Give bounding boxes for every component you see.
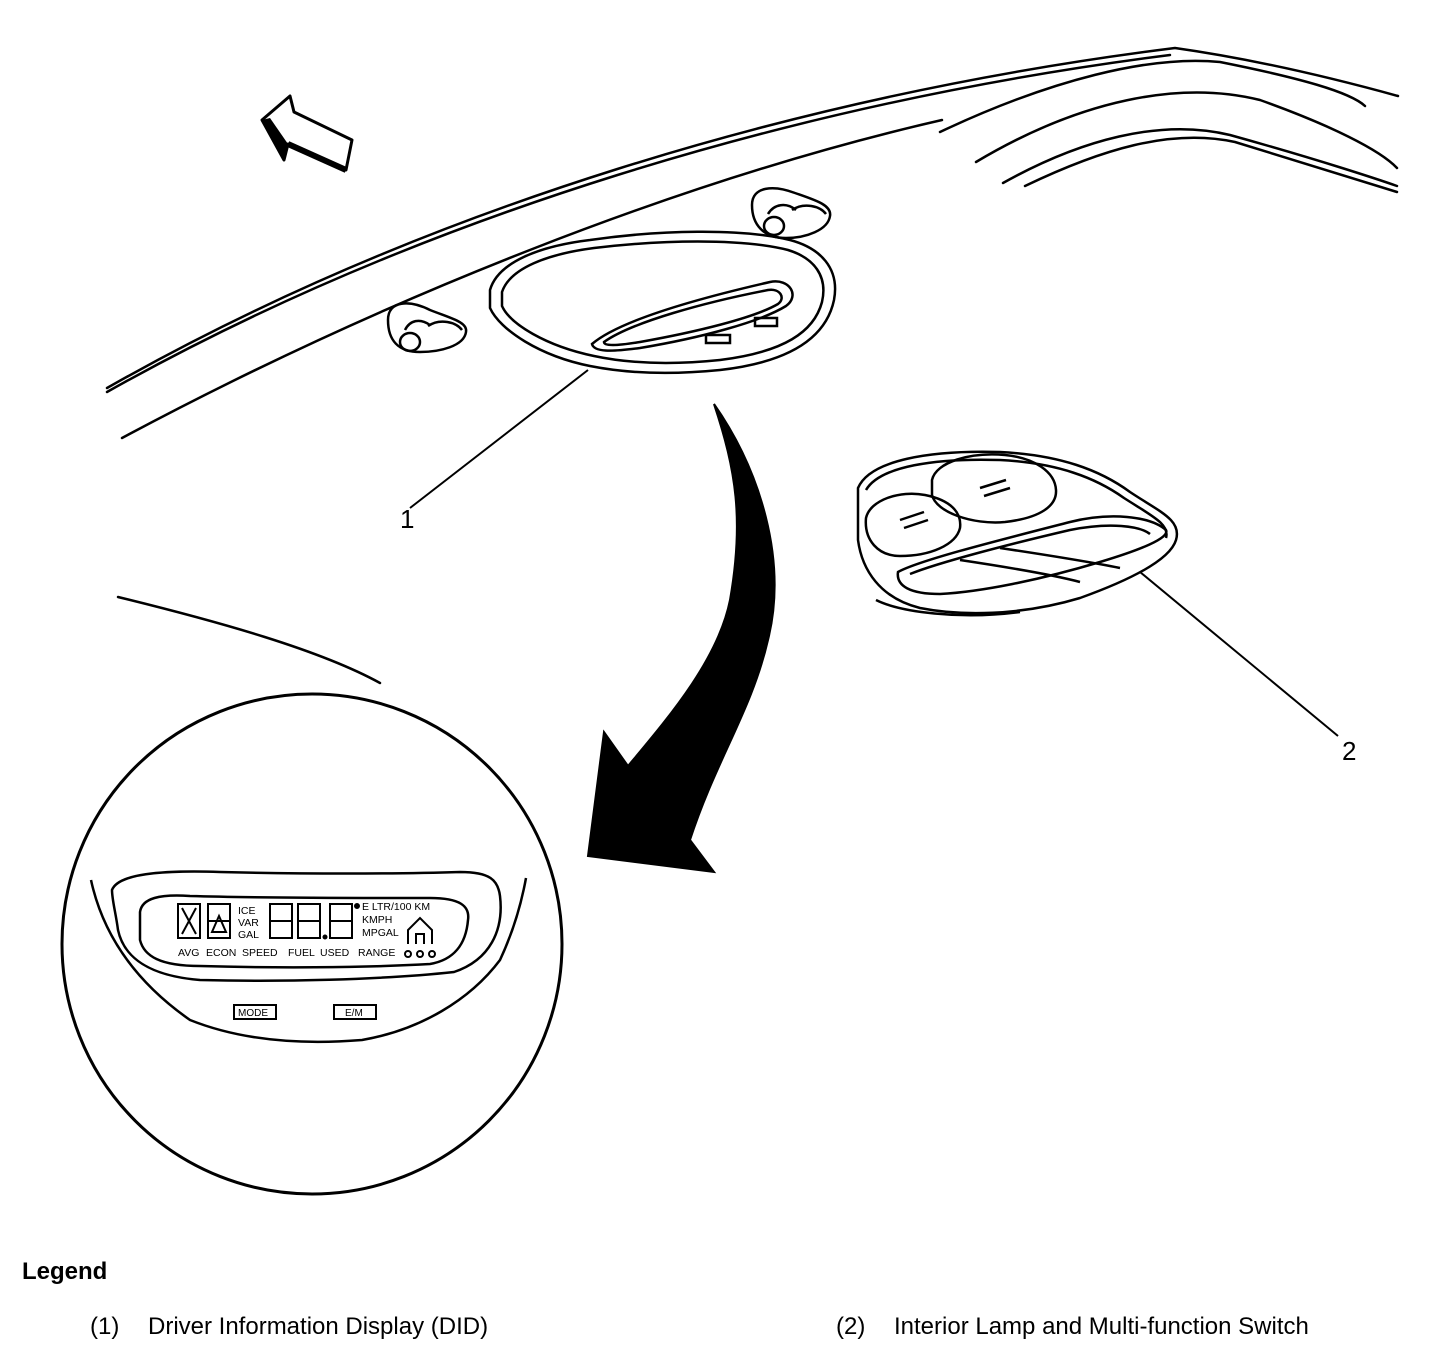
- lcd-label-ice: ICE: [238, 905, 256, 917]
- lcd-label-var: VAR: [238, 917, 259, 929]
- callout-leader-2: [1139, 571, 1339, 737]
- legend-item-text: Interior Lamp and Multi-function Switch: [894, 1313, 1309, 1340]
- legend-item-number: (1): [90, 1313, 120, 1340]
- em-button: [333, 1004, 377, 1020]
- legend-item: (1) Driver Information Display (DID): [90, 1313, 488, 1341]
- lcd-label-range: RANGE: [358, 947, 395, 959]
- forward-arrow-icon: [260, 94, 354, 173]
- range-gauge-icon: [404, 916, 436, 958]
- interior-lamp-switch: [856, 450, 1179, 617]
- lcd-label-econ: ECON: [206, 947, 236, 959]
- sunroof-line: [938, 59, 1367, 134]
- roof-edge-line: [105, 46, 1400, 390]
- lcd-label-ltr: E LTR/100 KM: [362, 901, 430, 913]
- lcd-digits: [177, 903, 360, 940]
- did-housing: [488, 230, 837, 375]
- lcd-label-avg: AVG: [178, 947, 199, 959]
- headliner-line: [120, 118, 944, 440]
- switch-button-right: [930, 453, 1058, 524]
- roof-edge-line: [105, 53, 1172, 394]
- sunroof-line: [1023, 136, 1399, 194]
- callout-leader-1: [409, 369, 589, 509]
- switch-button-left: [864, 492, 962, 558]
- mode-button: [233, 1004, 277, 1020]
- callout-2: 2: [1342, 736, 1356, 766]
- lamp-lens: [896, 515, 1168, 596]
- lcd-label-fuel: FUEL: [288, 947, 315, 959]
- coat-hook-icon: [386, 302, 468, 354]
- legend-title: Legend: [22, 1258, 108, 1285]
- sunroof-line: [1001, 128, 1399, 188]
- em-button-label: E/M: [345, 1008, 363, 1019]
- lower-trim-line: [116, 595, 382, 685]
- callout-1: 1: [400, 504, 414, 534]
- legend-item-number: (2): [836, 1313, 866, 1340]
- zoom-arrow-icon: [586, 403, 776, 874]
- lcd-label-speed: SPEED: [242, 947, 278, 959]
- lcd-label-mpgal: MPGAL: [362, 927, 399, 939]
- legend-item-text: Driver Information Display (DID): [148, 1313, 489, 1340]
- lcd-label-used: USED: [320, 947, 350, 959]
- detail-magnifier-circle: [60, 692, 564, 1196]
- coat-hook-icon: [750, 187, 832, 240]
- lcd-label-gal: GAL: [238, 929, 259, 941]
- mode-button-label: MODE: [238, 1008, 268, 1019]
- did-detail: [89, 870, 528, 1044]
- sunroof-line: [974, 91, 1399, 170]
- lcd-label-kmph: KMPH: [362, 914, 392, 926]
- legend-item: (2) Interior Lamp and Multi-function Swit…: [836, 1313, 1309, 1341]
